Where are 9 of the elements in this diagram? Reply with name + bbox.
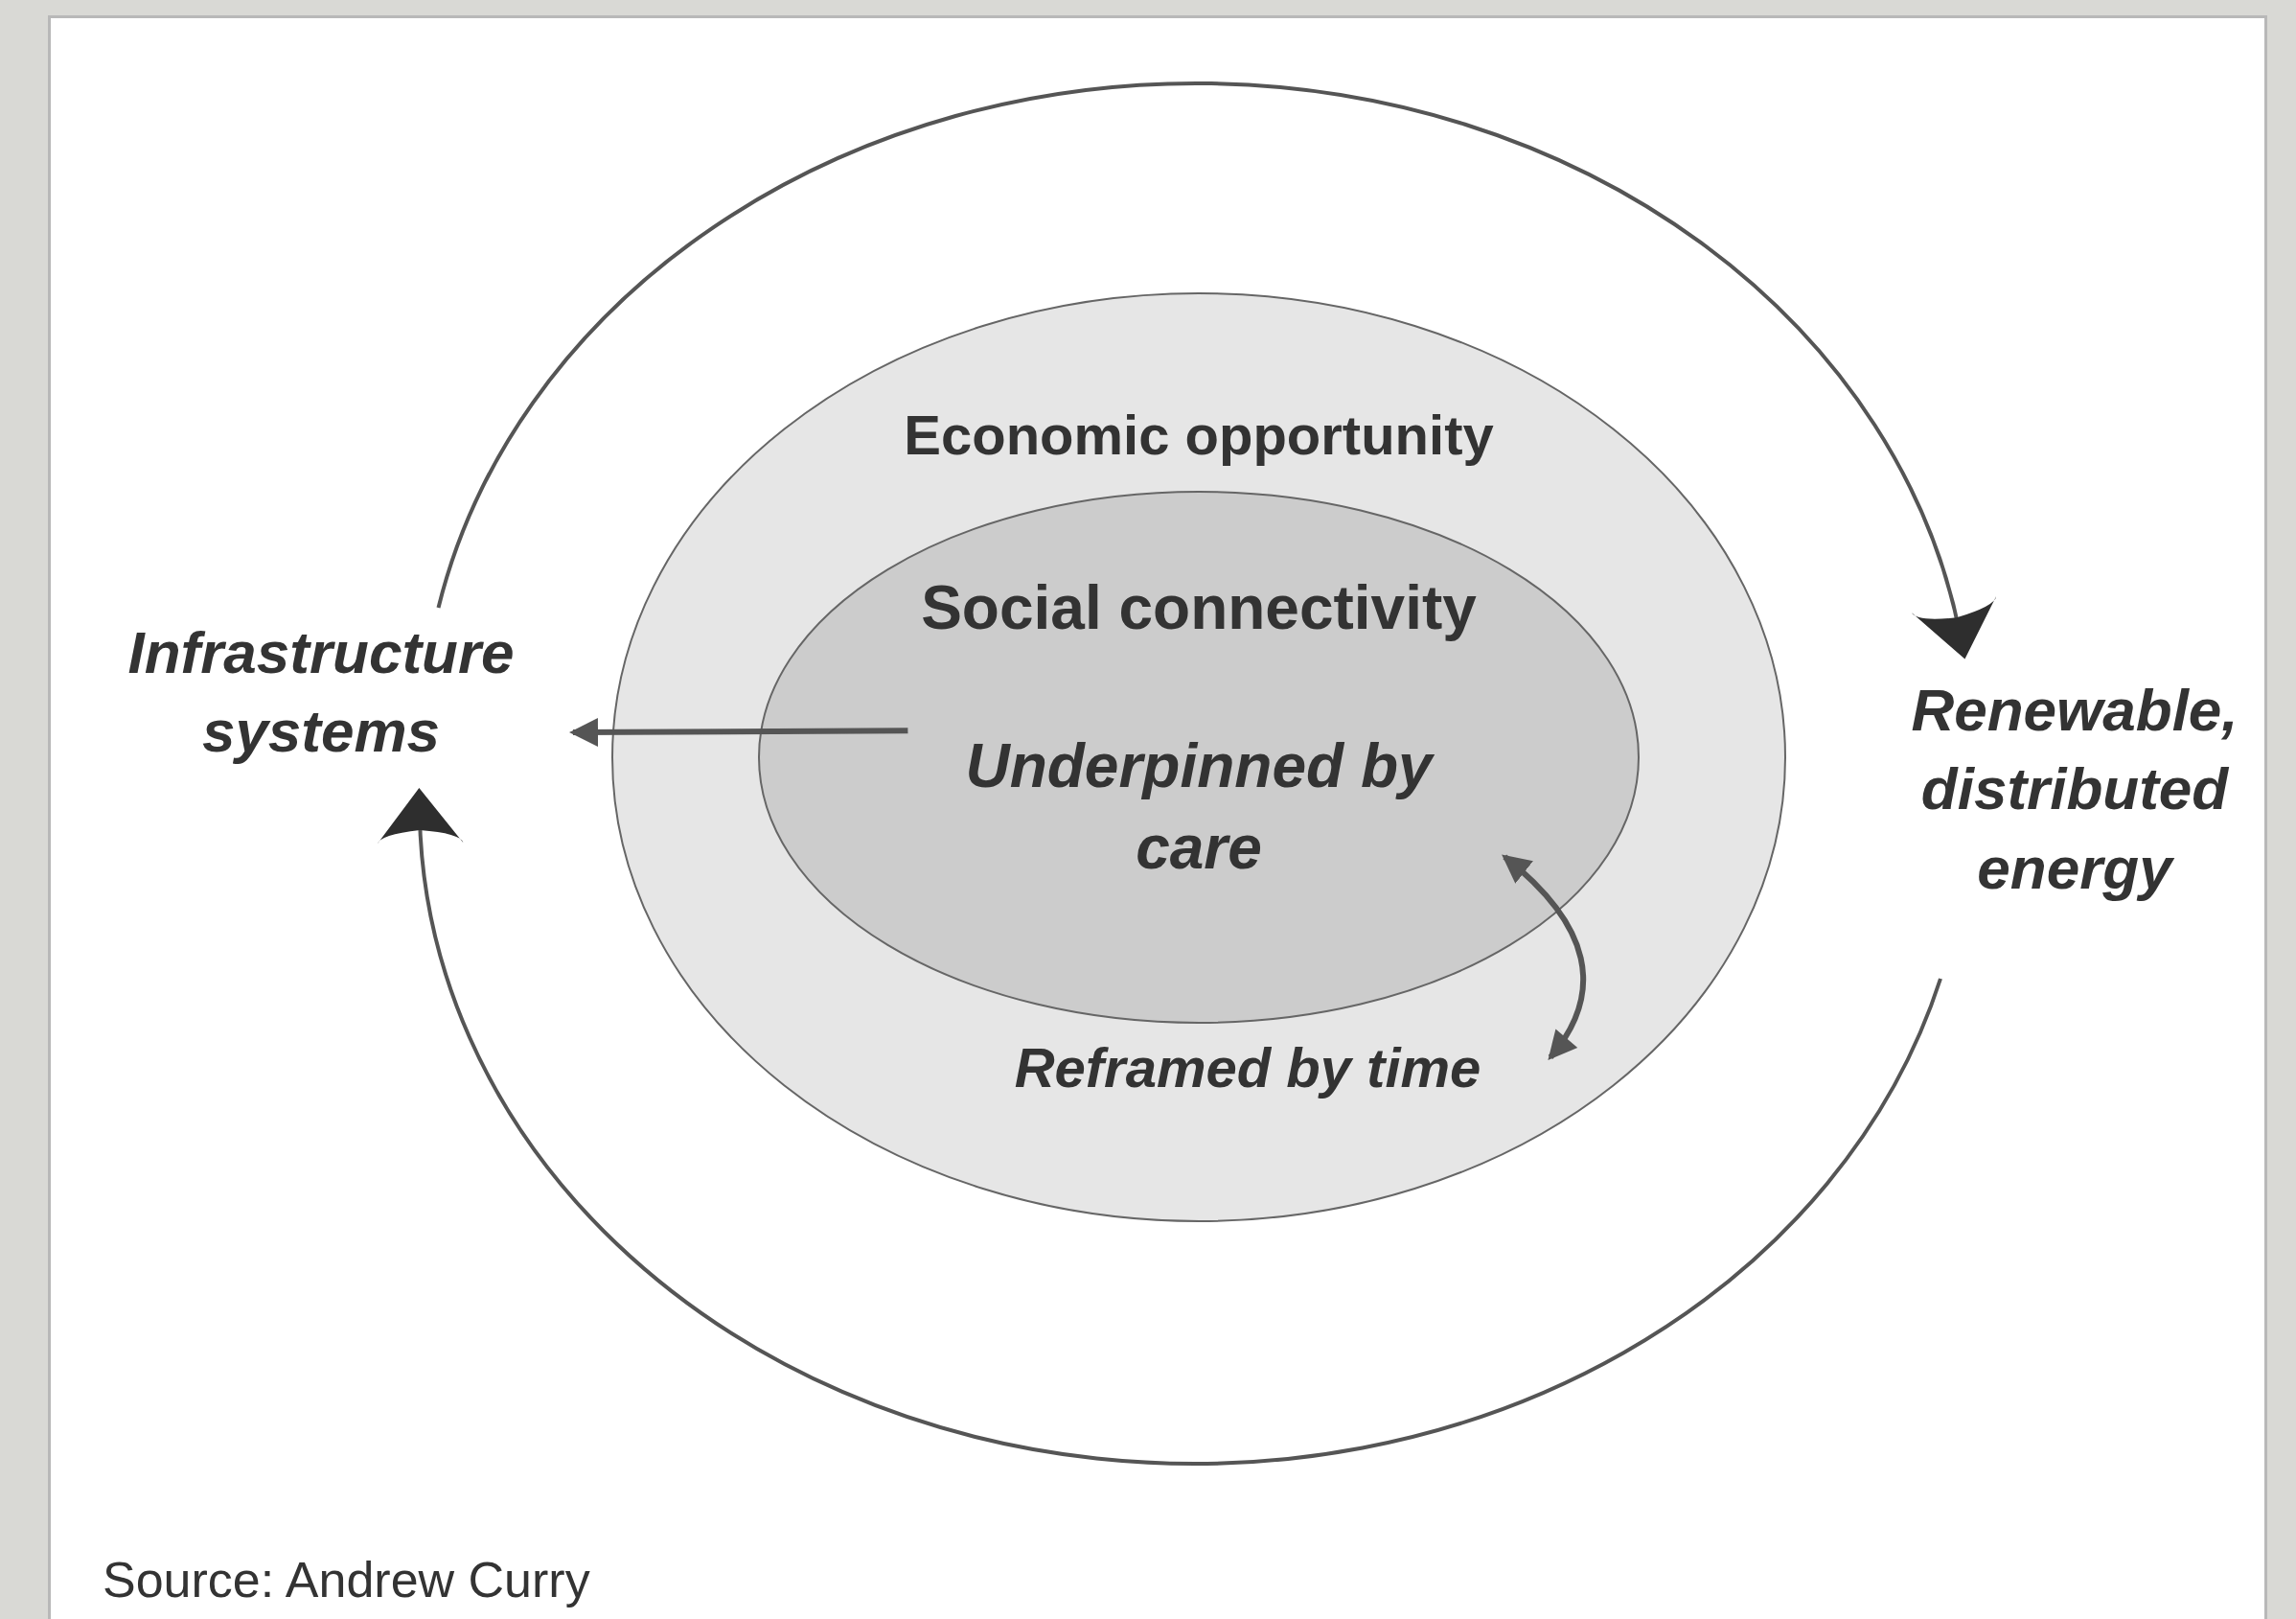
arrow [569, 717, 908, 747]
node-text: Renewable, distributed energy [1910, 676, 2239, 903]
double-arrow [1502, 854, 1586, 1061]
ellipse-label: Underpinned by care [964, 730, 1435, 885]
source-note: Source: Andrew Curry [103, 1551, 590, 1608]
node-text: Reframed by time [1013, 1035, 1482, 1100]
ellipse-label: Economic opportunity [903, 403, 1495, 468]
node-text: Infrastructure systems [126, 618, 516, 767]
ellipse-label: Social connectivity [920, 572, 1478, 644]
